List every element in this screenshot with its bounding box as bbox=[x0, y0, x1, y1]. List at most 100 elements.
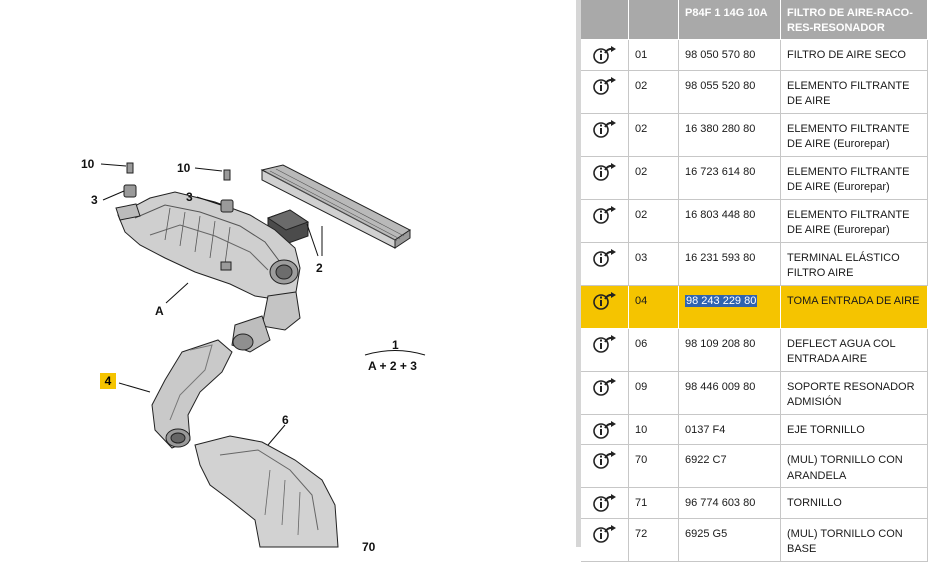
description-cell: DEFLECT AGUA COL ENTRADA AIRE bbox=[781, 328, 928, 372]
table-row[interactable]: 72 6925 G5 (MUL) TORNILLO CON BASE bbox=[581, 518, 928, 562]
info-arrow-icon[interactable] bbox=[592, 248, 617, 267]
description-cell: (MUL) TORNILLO CON ARANDELA bbox=[781, 445, 928, 488]
ref-cell: 04 bbox=[629, 285, 679, 329]
part-number-cell[interactable]: 6922 C7 bbox=[679, 445, 781, 488]
exploded-parts-diagram: 10 3 10 3 2 A 1 A + 2 + 3 4 6 70 bbox=[81, 157, 426, 554]
part-number-cell[interactable]: 98 109 208 80 bbox=[679, 328, 781, 372]
part-number-cell[interactable]: 16 380 280 80 bbox=[679, 113, 781, 157]
info-cell[interactable] bbox=[581, 156, 629, 200]
table-row[interactable]: 70 6922 C7 (MUL) TORNILLO CON ARANDELA bbox=[581, 445, 928, 488]
info-cell[interactable] bbox=[581, 40, 629, 71]
callout-10-right[interactable]: 10 bbox=[177, 161, 191, 175]
info-cell[interactable] bbox=[581, 285, 629, 329]
info-cell[interactable] bbox=[581, 242, 629, 286]
table-header-row: P84F 1 14G 10A FILTRO DE AIRE-RACO-RES-R… bbox=[581, 0, 928, 40]
part-number-cell[interactable]: 98 055 520 80 bbox=[679, 70, 781, 114]
info-arrow-icon[interactable] bbox=[592, 524, 617, 543]
callout-2[interactable]: 2 bbox=[316, 261, 323, 275]
info-arrow-icon[interactable] bbox=[592, 291, 617, 310]
ref-cell: 70 bbox=[629, 445, 679, 488]
info-arrow-icon[interactable] bbox=[592, 451, 617, 469]
part-number-text: 98 243 229 80 bbox=[685, 294, 758, 307]
air-intake-duct-drawing[interactable] bbox=[151, 339, 233, 449]
description-cell: ELEMENTO FILTRANTE DE AIRE (Eurorepar) bbox=[781, 113, 928, 157]
part-number-cell[interactable]: 16 723 614 80 bbox=[679, 156, 781, 200]
part-number-cell[interactable]: 98 446 009 80 bbox=[679, 371, 781, 415]
info-cell[interactable] bbox=[581, 328, 629, 372]
ref-cell: 03 bbox=[629, 242, 679, 286]
parts-list-panel: P84F 1 14G 10A FILTRO DE AIRE-RACO-RES-R… bbox=[581, 0, 928, 562]
part-number-cell[interactable]: 16 803 448 80 bbox=[679, 199, 781, 243]
part-number-cell[interactable]: 16 231 593 80 bbox=[679, 242, 781, 286]
info-arrow-icon[interactable] bbox=[592, 494, 617, 512]
callout-4-highlighted[interactable]: 4 bbox=[100, 373, 116, 389]
callout-1[interactable]: 1 bbox=[392, 338, 399, 352]
info-cell[interactable] bbox=[581, 445, 629, 488]
info-cell[interactable] bbox=[581, 518, 629, 562]
info-cell[interactable] bbox=[581, 414, 629, 445]
part-number-cell[interactable]: 96 774 603 80 bbox=[679, 488, 781, 519]
part-number-text: 6925 G5 bbox=[685, 527, 728, 540]
info-arrow-icon[interactable] bbox=[592, 119, 617, 138]
ref-cell: 06 bbox=[629, 328, 679, 372]
table-row[interactable]: 02 98 055 520 80 ELEMENTO FILTRANTE DE AIR… bbox=[581, 70, 928, 114]
part-number-cell[interactable]: 0137 F4 bbox=[679, 414, 781, 445]
description-cell: SOPORTE RESONADOR ADMISIÓN bbox=[781, 371, 928, 415]
info-cell[interactable] bbox=[581, 70, 629, 114]
part-number-text: 98 055 520 80 bbox=[685, 79, 756, 92]
diagram-drawing bbox=[100, 162, 426, 548]
panel-divider[interactable] bbox=[576, 0, 581, 547]
info-arrow-icon[interactable] bbox=[592, 162, 617, 181]
info-arrow-icon[interactable] bbox=[592, 76, 617, 95]
ref-cell: 02 bbox=[629, 156, 679, 200]
callout-1-composition: A + 2 + 3 bbox=[368, 359, 417, 373]
table-row[interactable]: 02 16 380 280 80 ELEMENTO FILTRANTE DE AIR… bbox=[581, 113, 928, 157]
description-cell: (MUL) TORNILLO CON BASE bbox=[781, 518, 928, 562]
header-ref-column bbox=[629, 0, 679, 40]
description-cell: TORNILLO bbox=[781, 488, 928, 519]
header-part-number-column: P84F 1 14G 10A bbox=[679, 0, 781, 40]
part-number-cell[interactable]: 98 243 229 80 bbox=[679, 285, 781, 329]
filter-element-drawing[interactable] bbox=[260, 164, 411, 249]
ref-cell: 10 bbox=[629, 414, 679, 445]
info-arrow-icon[interactable] bbox=[592, 420, 617, 439]
description-cell: TERMINAL ELÁSTICO FILTRO AIRE bbox=[781, 242, 928, 286]
callout-3-right[interactable]: 3 bbox=[186, 190, 193, 204]
info-cell[interactable] bbox=[581, 488, 629, 519]
ref-cell: 72 bbox=[629, 518, 679, 562]
info-cell[interactable] bbox=[581, 113, 629, 157]
info-arrow-icon[interactable] bbox=[592, 377, 617, 396]
part-number-cell[interactable]: 6925 G5 bbox=[679, 518, 781, 562]
info-arrow-icon[interactable] bbox=[592, 334, 617, 353]
resonator-housing-drawing[interactable] bbox=[117, 191, 301, 331]
header-icon-column bbox=[581, 0, 629, 40]
table-row[interactable]: 06 98 109 208 80 DEFLECT AGUA COL ENTRADA … bbox=[581, 328, 928, 372]
callout-6[interactable]: 6 bbox=[282, 413, 289, 427]
part-number-text: 98 109 208 80 bbox=[685, 337, 756, 350]
parts-table: P84F 1 14G 10A FILTRO DE AIRE-RACO-RES-R… bbox=[581, 0, 928, 562]
info-cell[interactable] bbox=[581, 371, 629, 415]
part-number-cell[interactable]: 98 050 570 80 bbox=[679, 40, 781, 71]
ref-cell: 02 bbox=[629, 113, 679, 157]
callout-A[interactable]: A bbox=[155, 304, 164, 318]
info-cell[interactable] bbox=[581, 199, 629, 243]
ref-cell: 02 bbox=[629, 70, 679, 114]
resonator-support-drawing[interactable] bbox=[194, 435, 339, 548]
callout-70[interactable]: 70 bbox=[362, 540, 376, 554]
part-number-text: 16 803 448 80 bbox=[685, 208, 756, 221]
part-number-text: 16 380 280 80 bbox=[685, 122, 756, 135]
callout-10-left[interactable]: 10 bbox=[81, 157, 95, 171]
callout-3-left[interactable]: 3 bbox=[91, 193, 98, 207]
part-number-text: 6922 C7 bbox=[685, 454, 727, 466]
description-cell: ELEMENTO FILTRANTE DE AIRE bbox=[781, 70, 928, 114]
info-arrow-icon[interactable] bbox=[592, 205, 617, 224]
info-arrow-icon[interactable] bbox=[592, 46, 617, 64]
